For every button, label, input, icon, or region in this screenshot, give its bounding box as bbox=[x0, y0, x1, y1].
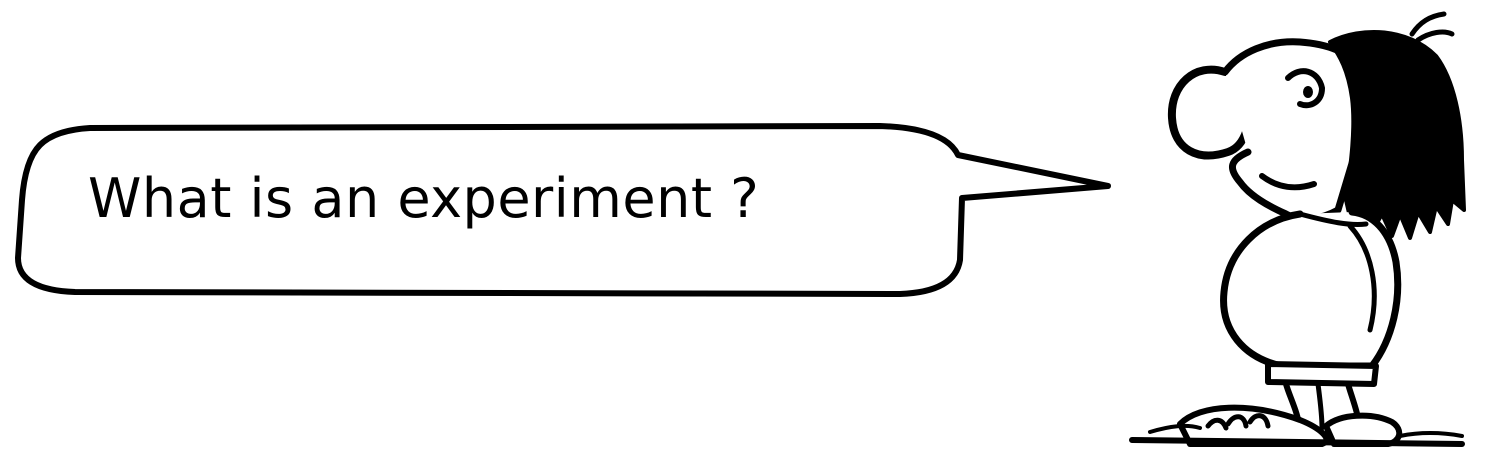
character-eye bbox=[1285, 68, 1325, 109]
character-arm bbox=[1347, 223, 1377, 333]
speech-bubble bbox=[15, 123, 1111, 297]
character-leg-inner bbox=[1315, 381, 1325, 431]
character-toes bbox=[1205, 413, 1271, 431]
speech-bubble-text: What is an experiment ? bbox=[88, 167, 760, 230]
ground-shadow bbox=[1148, 423, 1464, 438]
character-waistband bbox=[1265, 361, 1379, 387]
ground-line bbox=[1129, 437, 1465, 447]
cartoon-character-icon bbox=[1129, 11, 1466, 447]
character-hair bbox=[1328, 29, 1466, 240]
character-pupil bbox=[1303, 86, 1313, 98]
character-body bbox=[1220, 208, 1402, 370]
character-mouth bbox=[1259, 173, 1317, 191]
speech-bubble-outline bbox=[15, 123, 1111, 297]
character-belly-line bbox=[1297, 211, 1369, 227]
character-hair-tuft bbox=[1409, 11, 1455, 43]
